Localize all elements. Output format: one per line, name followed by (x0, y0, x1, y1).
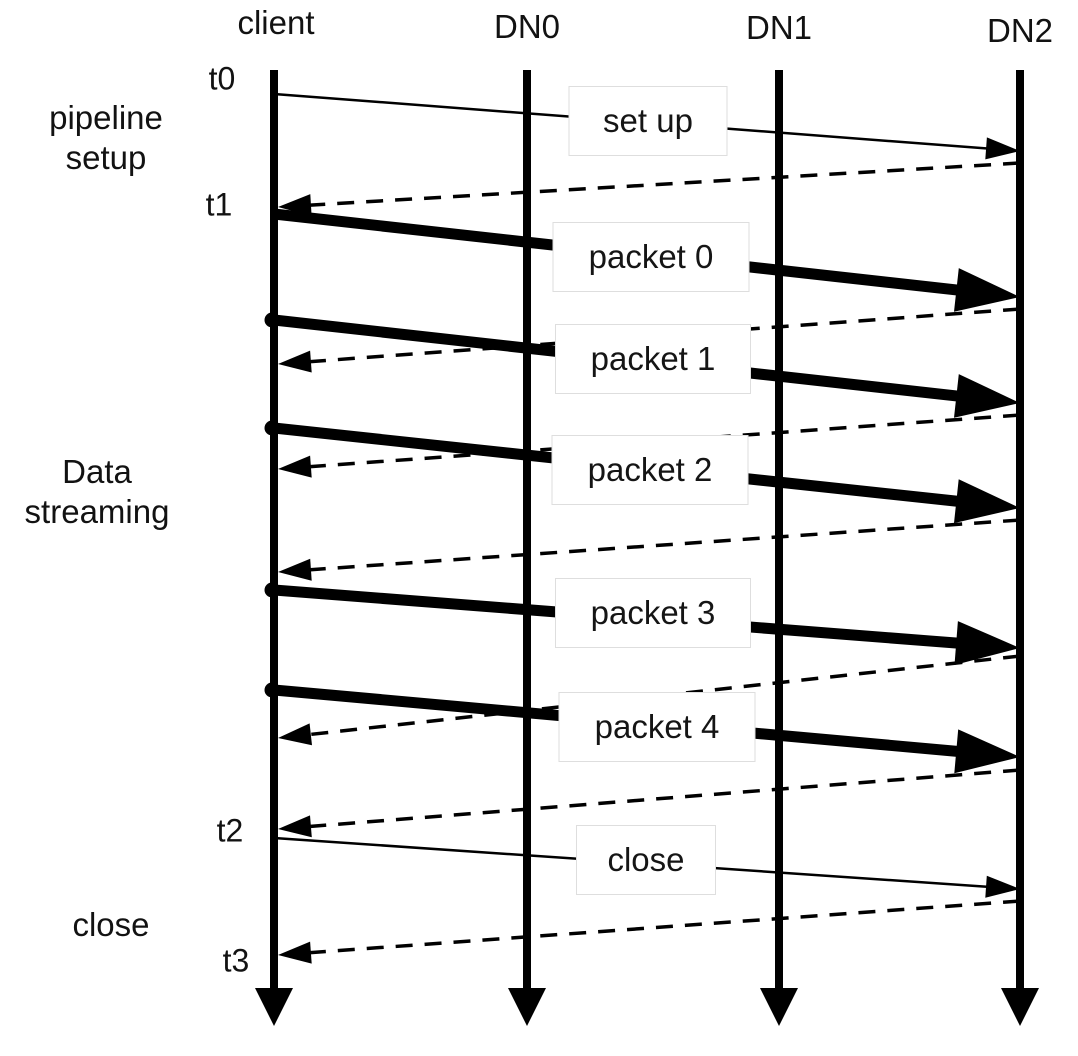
message-line-packet-4-ack (302, 768, 1021, 829)
time-marker-t2: t2 (216, 812, 244, 849)
message-arrowhead-close (985, 875, 1020, 898)
actor-label-client: client (237, 4, 315, 41)
message-label-packet-2: packet 2 (551, 435, 749, 505)
lifeline-arrowhead-dn1 (760, 988, 798, 1026)
message-arrowhead-set-up (985, 137, 1020, 160)
time-marker-t0: t0 (208, 60, 236, 97)
message-arrowhead-packet-2 (954, 479, 1020, 524)
message-arrowhead-set-up-ack (278, 194, 312, 216)
lifeline-arrowhead-dn0 (508, 988, 546, 1026)
message-arrowhead-packet-1-ack (278, 455, 312, 478)
message-arrowhead-packet-0 (954, 268, 1020, 312)
message-line-close-ack (302, 899, 1021, 955)
phase-label-close: close (72, 905, 149, 945)
message-label-set-up: set up (568, 86, 728, 156)
actor-label-dn2: DN2 (986, 12, 1054, 49)
actor-label-dn1: DN1 (745, 9, 813, 46)
message-origin-dot-packet-2 (264, 420, 280, 436)
message-arrowhead-packet-4-ack (278, 815, 312, 838)
phase-label-line: close (72, 906, 150, 943)
message-arrowhead-packet-1 (954, 374, 1020, 418)
message-origin-dot-packet-1 (264, 312, 280, 328)
lifeline-arrowhead-client (255, 988, 293, 1026)
message-label-packet-0: packet 0 (552, 222, 750, 292)
message-arrowhead-packet-3 (954, 621, 1020, 665)
message-line-set-up-ack (302, 161, 1021, 208)
message-label-close: close (576, 825, 716, 895)
message-arrowhead-packet-2-ack (278, 558, 312, 581)
message-origin-dot-packet-4 (264, 682, 280, 698)
phase-label-line: Data (62, 453, 132, 490)
phase-label-line: streaming (24, 493, 170, 530)
message-label-packet-3: packet 3 (555, 578, 751, 648)
message-label-packet-1: packet 1 (555, 324, 751, 394)
message-arrowhead-packet-0-ack (278, 350, 312, 373)
time-marker-t3: t3 (222, 942, 250, 979)
actor-label-dn0: DN0 (493, 8, 561, 45)
message-origin-dot-packet-3 (264, 582, 280, 598)
message-label-packet-4: packet 4 (558, 692, 756, 762)
message-arrowhead-close-ack (278, 941, 312, 964)
phase-label-line: pipeline (49, 99, 163, 136)
time-marker-t1: t1 (205, 186, 233, 223)
message-arrowhead-packet-3-ack (278, 723, 312, 746)
message-line-packet-2-ack (302, 518, 1021, 572)
phase-label-line: setup (65, 139, 147, 176)
message-arrowhead-packet-4 (954, 729, 1020, 774)
lifeline-arrowhead-dn2 (1001, 988, 1039, 1026)
